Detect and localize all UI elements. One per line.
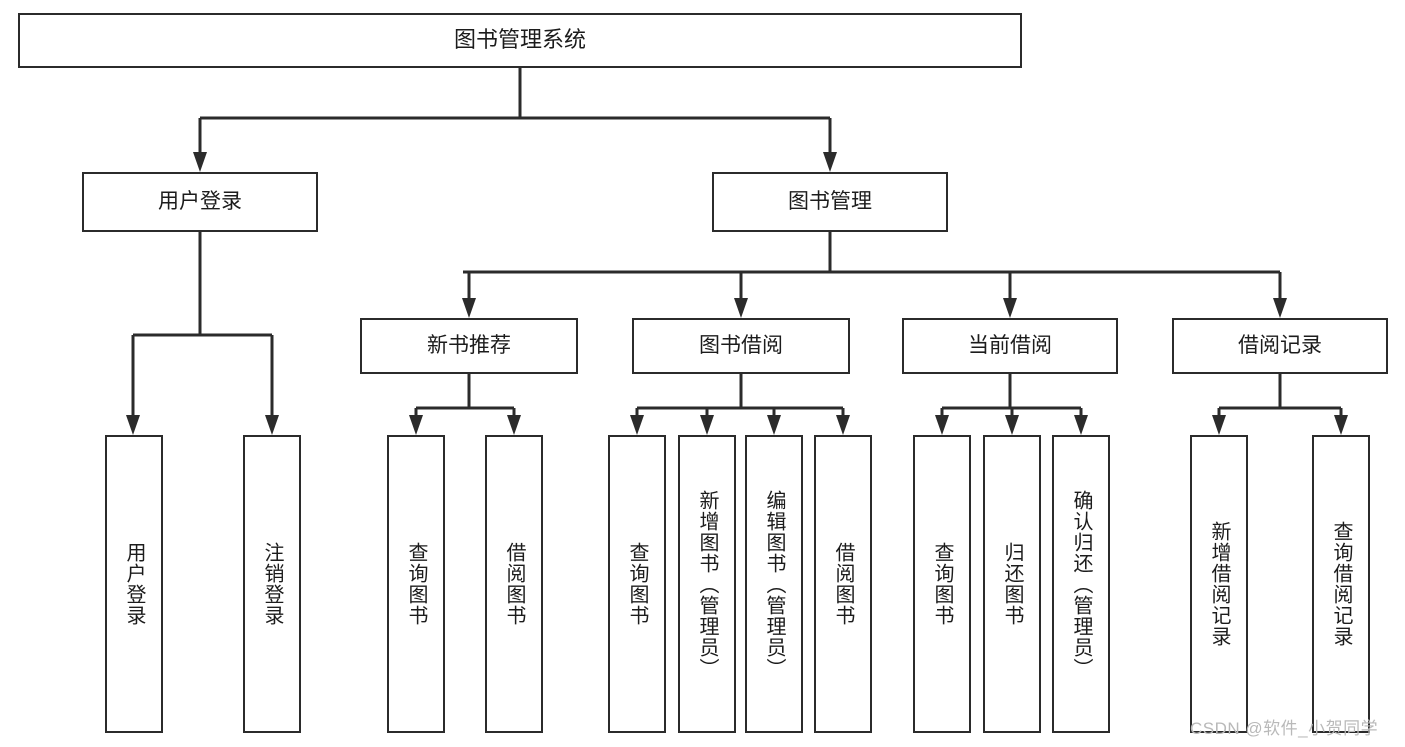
arrowhead-icon bbox=[1074, 415, 1088, 435]
node-leaf-add-book[interactable]: 新增图书（管理员） bbox=[678, 435, 736, 733]
node-current-borrow[interactable]: 当前借阅 bbox=[902, 318, 1118, 374]
arrowhead-icon bbox=[1003, 298, 1017, 318]
node-label: 借阅记录 bbox=[1238, 334, 1322, 358]
node-leaf-confirm-return[interactable]: 确认归还（管理员） bbox=[1052, 435, 1110, 733]
node-leaf-query-book-b[interactable]: 查询图书 bbox=[608, 435, 666, 733]
node-leaf-user-login[interactable]: 用户登录 bbox=[105, 435, 163, 733]
node-label: 借阅图书 bbox=[832, 542, 854, 626]
node-leaf-borrow-book-a[interactable]: 借阅图书 bbox=[485, 435, 543, 733]
arrowhead-icon bbox=[193, 152, 207, 172]
arrowhead-icon bbox=[462, 298, 476, 318]
node-label: 图书管理 bbox=[788, 190, 872, 214]
node-borrow-record[interactable]: 借阅记录 bbox=[1172, 318, 1388, 374]
arrowhead-icon bbox=[734, 298, 748, 318]
arrowhead-icon bbox=[630, 415, 644, 435]
node-label: 当前借阅 bbox=[968, 334, 1052, 358]
arrowhead-icon bbox=[935, 415, 949, 435]
arrowhead-icon bbox=[126, 415, 140, 435]
arrowhead-icon bbox=[1273, 298, 1287, 318]
node-label: 查询图书 bbox=[405, 542, 427, 626]
node-leaf-query-book-c[interactable]: 查询图书 bbox=[913, 435, 971, 733]
node-label: 查询借阅记录 bbox=[1330, 521, 1352, 647]
node-label: 编辑图书（管理员） bbox=[763, 489, 785, 679]
node-label: 用户登录 bbox=[158, 190, 242, 214]
node-label: 注销登录 bbox=[261, 542, 283, 626]
arrowhead-icon bbox=[1212, 415, 1226, 435]
node-book-borrow[interactable]: 图书借阅 bbox=[632, 318, 850, 374]
arrowhead-group bbox=[126, 152, 1348, 435]
arrowhead-icon bbox=[767, 415, 781, 435]
node-label: 新增图书（管理员） bbox=[696, 489, 718, 679]
arrowhead-icon bbox=[1334, 415, 1348, 435]
node-book-manage[interactable]: 图书管理 bbox=[712, 172, 948, 232]
node-label: 图书借阅 bbox=[699, 334, 783, 358]
arrowhead-icon bbox=[265, 415, 279, 435]
node-user-login[interactable]: 用户登录 bbox=[82, 172, 318, 232]
node-label: 查询图书 bbox=[626, 542, 648, 626]
node-label: 归还图书 bbox=[1001, 542, 1023, 626]
arrowhead-icon bbox=[700, 415, 714, 435]
node-leaf-edit-book[interactable]: 编辑图书（管理员） bbox=[745, 435, 803, 733]
node-leaf-return-book[interactable]: 归还图书 bbox=[983, 435, 1041, 733]
csdn-watermark: CSDN @软件_小贺同学 bbox=[1190, 719, 1379, 738]
node-label: 查询图书 bbox=[931, 542, 953, 626]
node-new-book-rec[interactable]: 新书推荐 bbox=[360, 318, 578, 374]
node-leaf-borrow-book-b[interactable]: 借阅图书 bbox=[814, 435, 872, 733]
arrowhead-icon bbox=[1005, 415, 1019, 435]
node-label: 新书推荐 bbox=[427, 334, 511, 358]
node-leaf-add-record[interactable]: 新增借阅记录 bbox=[1190, 435, 1248, 733]
node-label: 确认归还（管理员） bbox=[1070, 489, 1092, 679]
node-label: 图书管理系统 bbox=[453, 27, 586, 53]
node-label: 借阅图书 bbox=[503, 542, 525, 626]
node-label: 用户登录 bbox=[123, 542, 145, 626]
node-leaf-query-record[interactable]: 查询借阅记录 bbox=[1312, 435, 1370, 733]
node-label: 新增借阅记录 bbox=[1208, 521, 1230, 647]
arrowhead-icon bbox=[409, 415, 423, 435]
arrowhead-icon bbox=[836, 415, 850, 435]
node-root[interactable]: 图书管理系统 bbox=[18, 13, 1022, 68]
arrowhead-icon bbox=[507, 415, 521, 435]
node-leaf-logout[interactable]: 注销登录 bbox=[243, 435, 301, 733]
node-leaf-query-book-a[interactable]: 查询图书 bbox=[387, 435, 445, 733]
arrowhead-icon bbox=[823, 152, 837, 172]
